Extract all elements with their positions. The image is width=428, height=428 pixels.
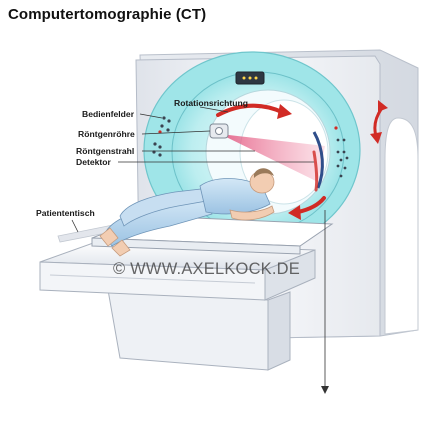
control-panel-right [336,138,349,178]
leader-line-rotationsrichtung [199,106,229,113]
vertical-axis-arrow-icon [321,386,329,394]
page-title: Computertomographie (CT) [8,6,207,23]
indicator-red [334,126,338,130]
patient [99,168,275,257]
table-base-side [264,249,316,301]
label-roentgenstrahl: Röntgenstrahl [76,146,135,156]
leader-line-roentgenroehre [141,130,211,135]
patient-arm [229,205,275,221]
detector-arc [312,131,324,189]
label-bedienfelder: Bedienfelder [82,109,135,119]
table-pedestal [107,289,269,371]
tilt-arrow-head [370,132,382,144]
patient-hair [254,168,274,178]
rotation-arrow-head [288,205,301,220]
rotation-arrow-icon [312,150,319,192]
rotation-arrow-head [277,104,292,119]
label-patiententisch: Patiententisch [36,208,95,218]
patient-table [39,215,334,371]
label-roentgenroehre: Röntgenröhre [78,129,135,139]
table-cradle-front [91,237,301,255]
leader-line-bedienfelder [139,113,163,119]
display-led [242,76,246,80]
x-ray-tube [209,123,229,139]
gantry-side-opening [384,117,419,335]
x-ray-beam [220,134,325,182]
label-detektor: Detektor [76,157,111,167]
rotation-arrow-icon [296,196,326,214]
leader-line-patiententisch [71,219,79,233]
patient-feet [99,227,131,257]
watermark: © WWW.AXELKOCK.DE [113,260,300,278]
table-pedestal-side [267,291,291,371]
tilt-arrow-head [378,100,388,112]
label-rotationsrichtung: Rotationsrichtung [174,98,248,108]
display-led [248,76,252,80]
patient-head [249,170,275,194]
leader-lines [71,106,326,388]
display-led [254,76,258,80]
rotation-arrow-icon [216,103,284,117]
